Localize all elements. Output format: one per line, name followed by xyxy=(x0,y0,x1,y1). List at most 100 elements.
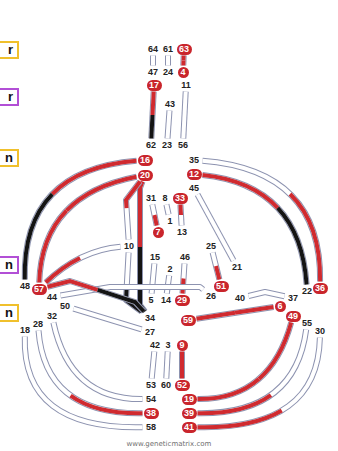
gate-circle: 48 xyxy=(18,281,33,292)
channel-outline xyxy=(46,247,121,283)
channel-fill xyxy=(198,195,234,261)
gate-circle: 52 xyxy=(175,380,190,391)
gate-number: 46 xyxy=(180,252,190,262)
channel-outline xyxy=(140,182,145,312)
channel-half xyxy=(39,177,136,283)
gate-number: 52 xyxy=(177,380,187,390)
gate-number: 13 xyxy=(177,227,187,237)
gate-number: 31 xyxy=(146,193,156,203)
channel-fill xyxy=(152,205,156,226)
gate-number: 19 xyxy=(184,394,194,404)
channel-outline xyxy=(25,337,143,428)
channel-line xyxy=(166,205,168,215)
channel-line xyxy=(182,352,183,379)
channel-half xyxy=(198,338,320,428)
channel-line xyxy=(153,56,154,66)
gate-number: 61 xyxy=(163,44,173,54)
gate-circle: 31 xyxy=(144,193,159,204)
gate-number: 28 xyxy=(33,319,43,329)
channel-half xyxy=(39,177,136,283)
channel-outline xyxy=(197,307,274,319)
gate-number: 55 xyxy=(302,318,312,328)
gate-number: 47 xyxy=(148,67,158,77)
gate-number: 7 xyxy=(155,227,160,237)
channel-line xyxy=(198,338,320,428)
tab-letter: n xyxy=(5,257,13,272)
gate-number: 36 xyxy=(315,283,325,293)
gate-number: 60 xyxy=(161,380,171,390)
channel-half xyxy=(140,182,145,312)
gate-circle: 36 xyxy=(313,283,328,294)
channel-fill xyxy=(25,337,143,428)
gate-circle: 20 xyxy=(138,170,153,181)
gate-circle: 6 xyxy=(275,301,286,312)
gate-number: 33 xyxy=(175,193,185,203)
gate-number: 6 xyxy=(277,301,282,311)
gate-circle: 58 xyxy=(144,422,159,433)
channel-line xyxy=(168,111,170,139)
channel-fill xyxy=(39,331,143,414)
gate-circle: 2 xyxy=(165,264,176,275)
gate-number: 10 xyxy=(124,241,134,251)
gate-circle: 23 xyxy=(160,140,175,151)
gate-number: 12 xyxy=(189,169,199,179)
channel-fill xyxy=(180,352,184,379)
gate-circle: 26 xyxy=(204,291,219,302)
channel-fill xyxy=(39,177,136,283)
channel-line xyxy=(152,352,155,379)
gate-circle: 53 xyxy=(144,380,159,391)
gate-number: 11 xyxy=(181,80,191,90)
gate-circle: 57 xyxy=(32,284,47,295)
channel-line xyxy=(74,309,142,330)
center-shape xyxy=(195,246,254,310)
side-tab: n xyxy=(0,256,19,274)
gate-number: 3 xyxy=(165,340,170,350)
channel-fill xyxy=(48,281,144,312)
gate-circle: 39 xyxy=(182,408,197,419)
channel-outline xyxy=(152,205,156,226)
tab-letter: r xyxy=(8,42,13,57)
channel-half xyxy=(180,205,181,226)
channel-outline xyxy=(166,205,168,215)
gate-circle: 60 xyxy=(159,380,174,391)
gate-number: 26 xyxy=(206,291,216,301)
gate-circle: 37 xyxy=(286,293,301,304)
channel-fill xyxy=(166,56,170,66)
gate-number: 40 xyxy=(235,293,245,303)
gate-circle: 63 xyxy=(177,44,192,55)
center-outline xyxy=(6,266,84,350)
gate-circle: 41 xyxy=(182,422,197,433)
gate-number: 58 xyxy=(146,422,156,432)
gate-number: 30 xyxy=(315,326,325,336)
channel-outline xyxy=(183,92,185,139)
gate-number: 51 xyxy=(216,281,226,291)
channel-outline xyxy=(180,56,186,66)
channel-half xyxy=(197,307,274,319)
tab-letter: r xyxy=(8,89,13,104)
gate-circle: 46 xyxy=(178,252,193,263)
gate-circle: 27 xyxy=(143,327,158,338)
gate-circle: 54 xyxy=(144,394,159,405)
channel-fill xyxy=(198,330,307,414)
gate-number: 35 xyxy=(189,155,199,165)
gate-number: 50 xyxy=(60,301,70,311)
channel-half xyxy=(181,56,185,66)
center-outline xyxy=(136,6,204,58)
center-outline xyxy=(143,377,196,437)
channel-fill xyxy=(46,247,121,283)
channel-outline xyxy=(179,352,185,379)
gate-number: 27 xyxy=(145,327,155,337)
gate-circle: 62 xyxy=(144,140,159,151)
gate-number: 63 xyxy=(179,44,189,54)
gate-number: 42 xyxy=(150,340,160,350)
gate-number: 25 xyxy=(206,241,216,251)
channel-outline xyxy=(166,352,167,379)
channel-fill xyxy=(74,309,142,330)
center-outline xyxy=(262,266,334,350)
gate-number: 2 xyxy=(167,264,172,274)
gate-number: 20 xyxy=(140,170,150,180)
gate-number: 17 xyxy=(149,80,159,90)
gate-circle: 50 xyxy=(58,301,73,312)
channel-half xyxy=(151,92,153,139)
gate-number: 8 xyxy=(162,193,167,203)
